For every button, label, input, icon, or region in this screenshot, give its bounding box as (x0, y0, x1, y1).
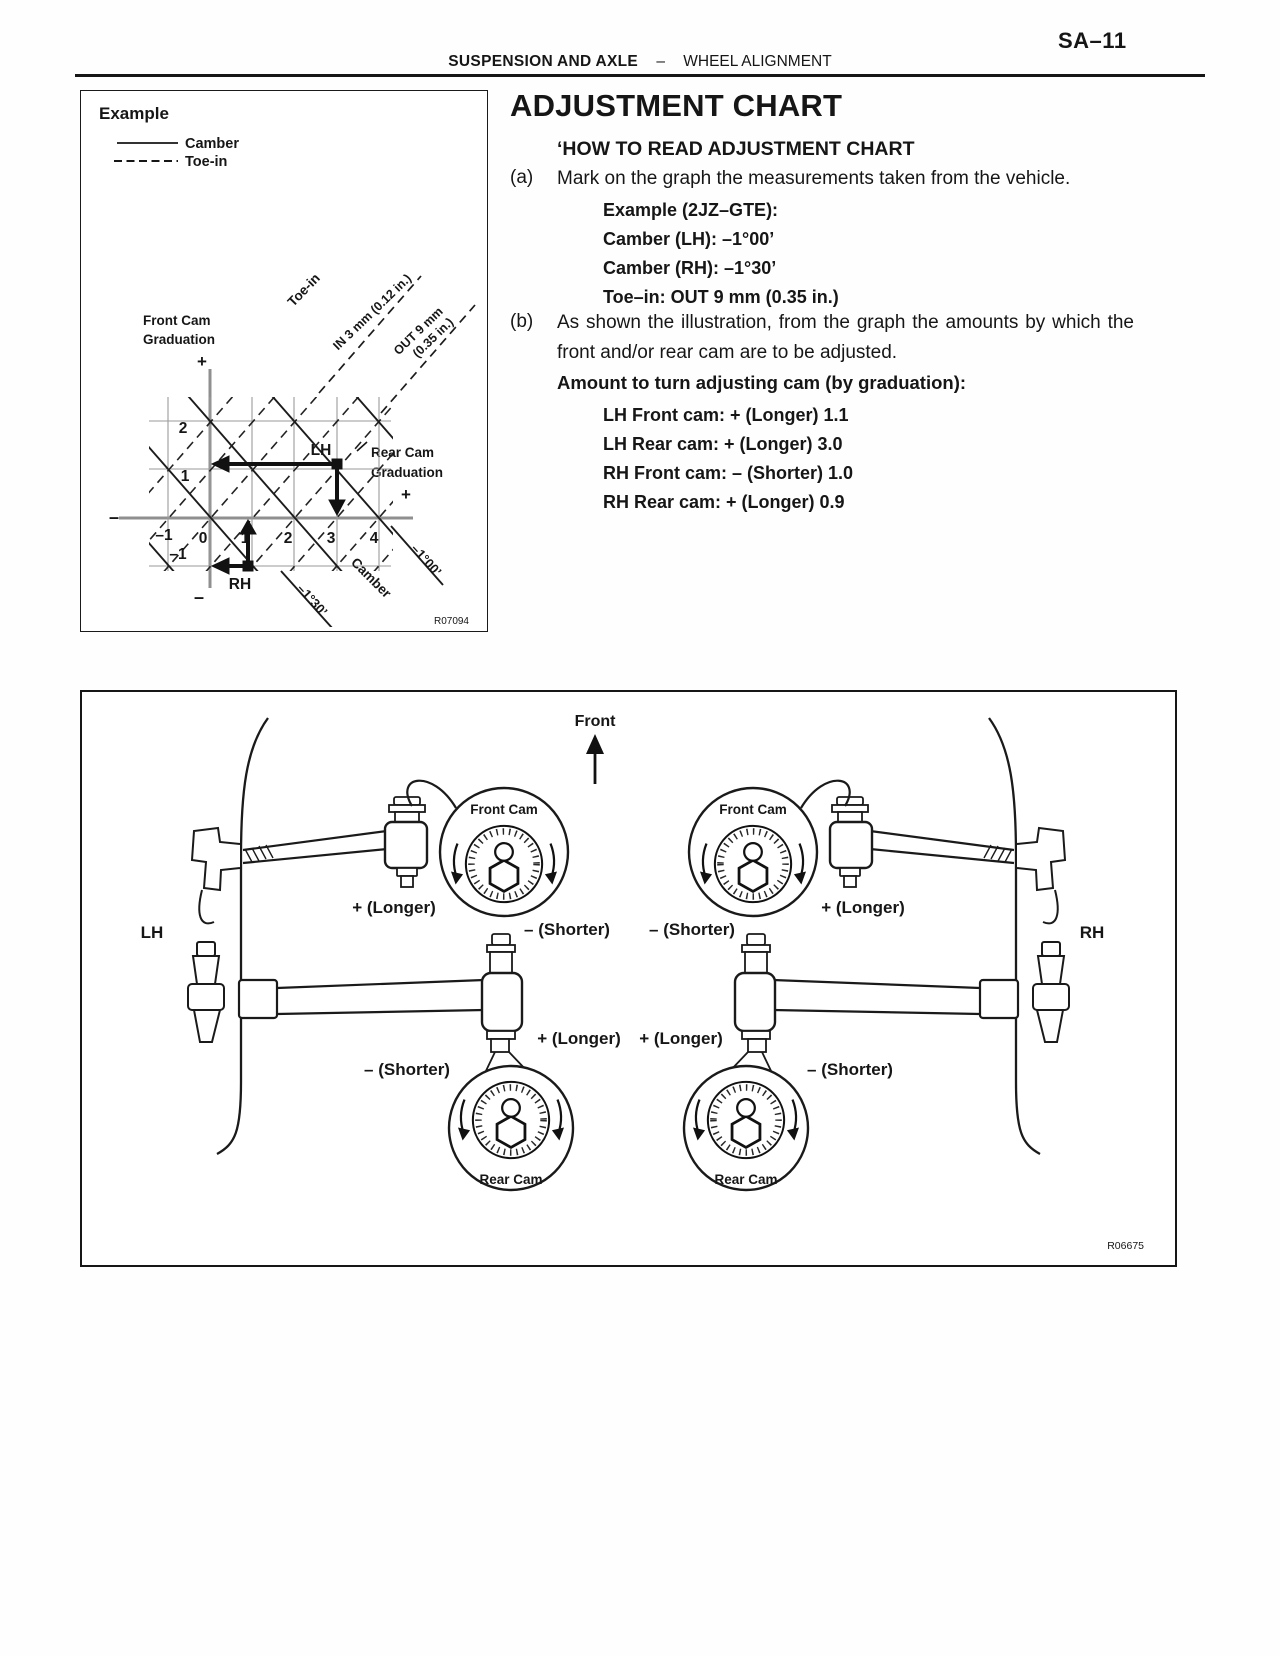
legend-toe-label: Toe-in (185, 154, 227, 170)
camber-rh-guide-line (280, 570, 334, 630)
header-separator: – (656, 53, 665, 70)
how-to-read-heading: ‘HOW TO READ ADJUSTMENT CHART (557, 138, 915, 160)
front-arrow-head (586, 734, 604, 754)
x-tick-0: 0 (199, 530, 208, 547)
example-line-4: Toe–in: OUT 9 mm (0.35 in.) (603, 287, 839, 307)
step-b-text: As shown the illustration, from the grap… (557, 312, 1134, 363)
y-tick--1: –1 (169, 546, 187, 563)
camber-value-1deg00: –1°00’ (408, 541, 444, 579)
toe-out-guide-line (380, 304, 476, 414)
example-chart-figure: Example Camber Toe-in Front Cam Graduati… (80, 90, 488, 632)
example-line-1: Example (2JZ–GTE): (603, 200, 779, 220)
camber-lh-guide-line (390, 525, 444, 586)
x-tick-3: 3 (327, 530, 336, 547)
x-tick-4: 4 (370, 530, 379, 547)
front-axis-caption-2: Graduation (143, 332, 215, 347)
header-rule (75, 74, 1205, 77)
camber-value-1deg30: –1°30’ (294, 581, 330, 619)
rh-rear-arrowhead (210, 557, 230, 575)
cam-illustration-figure: Front Front Cam Front Cam Rear Cam Rear … (80, 690, 1177, 1267)
camber-diagonal-label: Camber (348, 555, 395, 602)
rear-axis-caption-1: Rear Cam (371, 445, 434, 460)
lh-rear-arrowhead (210, 455, 230, 473)
running-header: SUSPENSION AND AXLE – WHEEL ALIGNMENT (0, 53, 1280, 71)
rh-point-label: RH (229, 576, 251, 593)
amount-line-2: LH Rear cam: + (Longer) 3.0 (603, 434, 843, 454)
lh-wheel (215, 716, 270, 1156)
front-axis-plus: + (197, 352, 207, 371)
diagonal-hatching (149, 397, 393, 571)
front-direction-label: Front (575, 713, 617, 730)
example-line-3: Camber (RH): –1°30’ (603, 258, 777, 278)
rh-mark (210, 518, 257, 575)
rh-rear-cam-caption: Rear Cam (714, 1172, 777, 1187)
amount-line-4: RH Rear cam: + (Longer) 0.9 (603, 492, 845, 512)
lh-front-longer-label: + (Longer) (352, 898, 436, 917)
rh-rear-shorter-label: – (Shorter) (807, 1060, 893, 1079)
rh-side-label: RH (1080, 923, 1105, 942)
cam-illustration-svg: Front Front Cam Front Cam Rear Cam Rear … (141, 713, 1144, 1252)
figure-title: Example (99, 104, 169, 123)
figure1-code: R07094 (434, 616, 469, 627)
rear-axis-minus: – (109, 507, 119, 527)
tick-labels: –1 0 1 2 3 4 2 1 –1 (155, 420, 378, 563)
rh-front-arrowhead (239, 518, 257, 535)
toe-in-diagonal-label: Toe-in (285, 270, 323, 309)
y-tick-2: 2 (179, 420, 188, 437)
rh-front-cam-caption: Front Cam (719, 802, 787, 817)
lh-point-label: LH (311, 442, 332, 459)
front-axis-minus: – (194, 587, 204, 607)
lh-front-cam-caption: Front Cam (470, 802, 538, 817)
toe-in-dashed-lines (149, 397, 393, 571)
x-tick--1: –1 (155, 527, 173, 544)
example-line-2: Camber (LH): –1°00’ (603, 229, 775, 249)
amount-line-1: LH Front cam: + (Longer) 1.1 (603, 405, 849, 425)
rh-rear-longer-label: + (Longer) (639, 1029, 723, 1048)
amount-line-3: RH Front cam: – (Shorter) 1.0 (603, 463, 854, 483)
front-axis-caption-1: Front Cam (143, 313, 211, 328)
camber-solid-lines (149, 397, 393, 571)
lh-rear-cam-caption: Rear Cam (479, 1172, 542, 1187)
lh-rear-shorter-label: – (Shorter) (364, 1060, 450, 1079)
subsection-title: WHEEL ALIGNMENT (683, 53, 832, 70)
rh-front-longer-label: + (Longer) (821, 898, 905, 917)
lh-side-label: LH (141, 923, 164, 942)
step-a-label: (a) (510, 167, 534, 188)
amount-heading: Amount to turn adjusting cam (by graduat… (557, 372, 967, 393)
lh-front-arrowhead (328, 499, 346, 517)
step-b-label: (b) (510, 311, 534, 332)
lh-mark (210, 455, 346, 517)
rear-axis-plus: + (401, 485, 411, 504)
toe-in-guide-line (318, 275, 422, 394)
rear-axis-leader (356, 441, 368, 452)
step-a-text: Mark on the graph the measurements taken… (557, 168, 1071, 189)
page-title: ADJUSTMENT CHART (510, 88, 843, 123)
x-tick-2: 2 (284, 530, 293, 547)
x-tick-1: 1 (241, 530, 250, 547)
y-tick-1: 1 (181, 468, 190, 485)
section-title: SUSPENSION AND AXLE (448, 53, 639, 70)
lh-front-shorter-label: – (Shorter) (524, 920, 610, 939)
toe-out-value-label: OUT 9 mm (0.35 in.) (391, 304, 456, 360)
figure2-code: R06675 (1107, 1240, 1144, 1252)
legend-camber-label: Camber (185, 136, 239, 152)
lh-rear-longer-label: + (Longer) (537, 1029, 621, 1048)
page-number: SA–11 (1058, 28, 1127, 53)
rh-wheel (987, 716, 1042, 1156)
rh-front-shorter-label: – (Shorter) (649, 920, 735, 939)
example-chart-svg: Example Camber Toe-in Front Cam Graduati… (99, 104, 476, 630)
